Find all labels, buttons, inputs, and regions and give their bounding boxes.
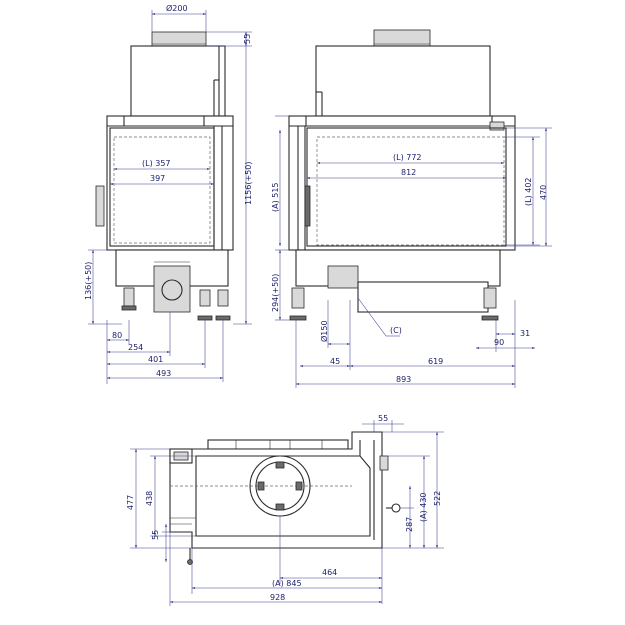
air-inlet xyxy=(153,265,191,313)
dim-A430: (A) 430 xyxy=(419,492,428,522)
dim-287: 287 xyxy=(405,517,414,532)
dim-464: 464 xyxy=(322,568,337,577)
dim-254: 254 xyxy=(128,343,143,352)
dim-55-bottom: 55 xyxy=(151,530,160,540)
dim-45: 45 xyxy=(330,357,340,366)
dim-L772: (L) 772 xyxy=(393,153,422,162)
dim-401: 401 xyxy=(148,355,163,364)
dim-90: 90 xyxy=(494,338,504,347)
dim-door-width: 397 xyxy=(150,174,165,183)
leg-right xyxy=(217,289,229,307)
top-view: 55 477 438 55 522 (A) 430 287 464 (A) 84… xyxy=(126,414,444,606)
dim-base-height: 136(+50) xyxy=(84,262,93,300)
leg-rear xyxy=(483,287,497,309)
door-handle xyxy=(95,185,105,227)
front-view: Ø200 55 1156(+50) (L) 357 397 136(+50) 8… xyxy=(84,3,253,384)
top-outline xyxy=(169,431,383,549)
dim-522: 522 xyxy=(433,491,442,506)
dim-A845: (A) 845 xyxy=(272,579,302,588)
leg-mid xyxy=(199,289,211,307)
inner-wall xyxy=(195,455,371,537)
air-box xyxy=(357,281,489,313)
dim-31: 31 xyxy=(520,329,530,338)
dim-294: 294(+50) xyxy=(271,274,280,312)
dim-80: 80 xyxy=(112,331,122,340)
dim-total-height: 1156(+50) xyxy=(244,162,253,205)
main-body-side xyxy=(288,115,516,251)
upper-body xyxy=(130,45,226,117)
flue-collar-side xyxy=(373,29,431,47)
dim-477: 477 xyxy=(126,495,135,510)
dim-928: 928 xyxy=(270,593,285,602)
base-box-side xyxy=(295,249,501,287)
dim-812: 812 xyxy=(401,168,416,177)
side-view: (A) 515 (L) 772 812 (L) 402 470 294(+50)… xyxy=(271,29,552,388)
leg-left xyxy=(123,287,135,307)
dim-flue-diameter: Ø200 xyxy=(166,3,188,13)
dim-L402: (L) 402 xyxy=(524,177,533,206)
upper-body-side xyxy=(315,45,491,117)
dim-619: 619 xyxy=(428,357,443,366)
dim-893: 893 xyxy=(396,375,411,384)
dim-dia150: Ø150 xyxy=(319,320,329,342)
dim-493: 493 xyxy=(156,369,171,378)
rear-rail xyxy=(207,439,349,450)
dim-flue-height: 55 xyxy=(243,34,252,44)
air-connector xyxy=(327,265,359,289)
dim-C: (C) xyxy=(390,326,402,335)
panorama-glass xyxy=(316,136,505,246)
dim-470: 470 xyxy=(539,185,548,200)
dim-top-55: 55 xyxy=(378,414,388,423)
dim-glass-width: (L) 357 xyxy=(142,159,171,168)
side-handle xyxy=(304,185,311,227)
dim-A515: (A) 515 xyxy=(271,182,280,212)
viewing-glass xyxy=(113,136,211,244)
dim-438: 438 xyxy=(145,491,154,506)
leg-front xyxy=(291,287,305,309)
